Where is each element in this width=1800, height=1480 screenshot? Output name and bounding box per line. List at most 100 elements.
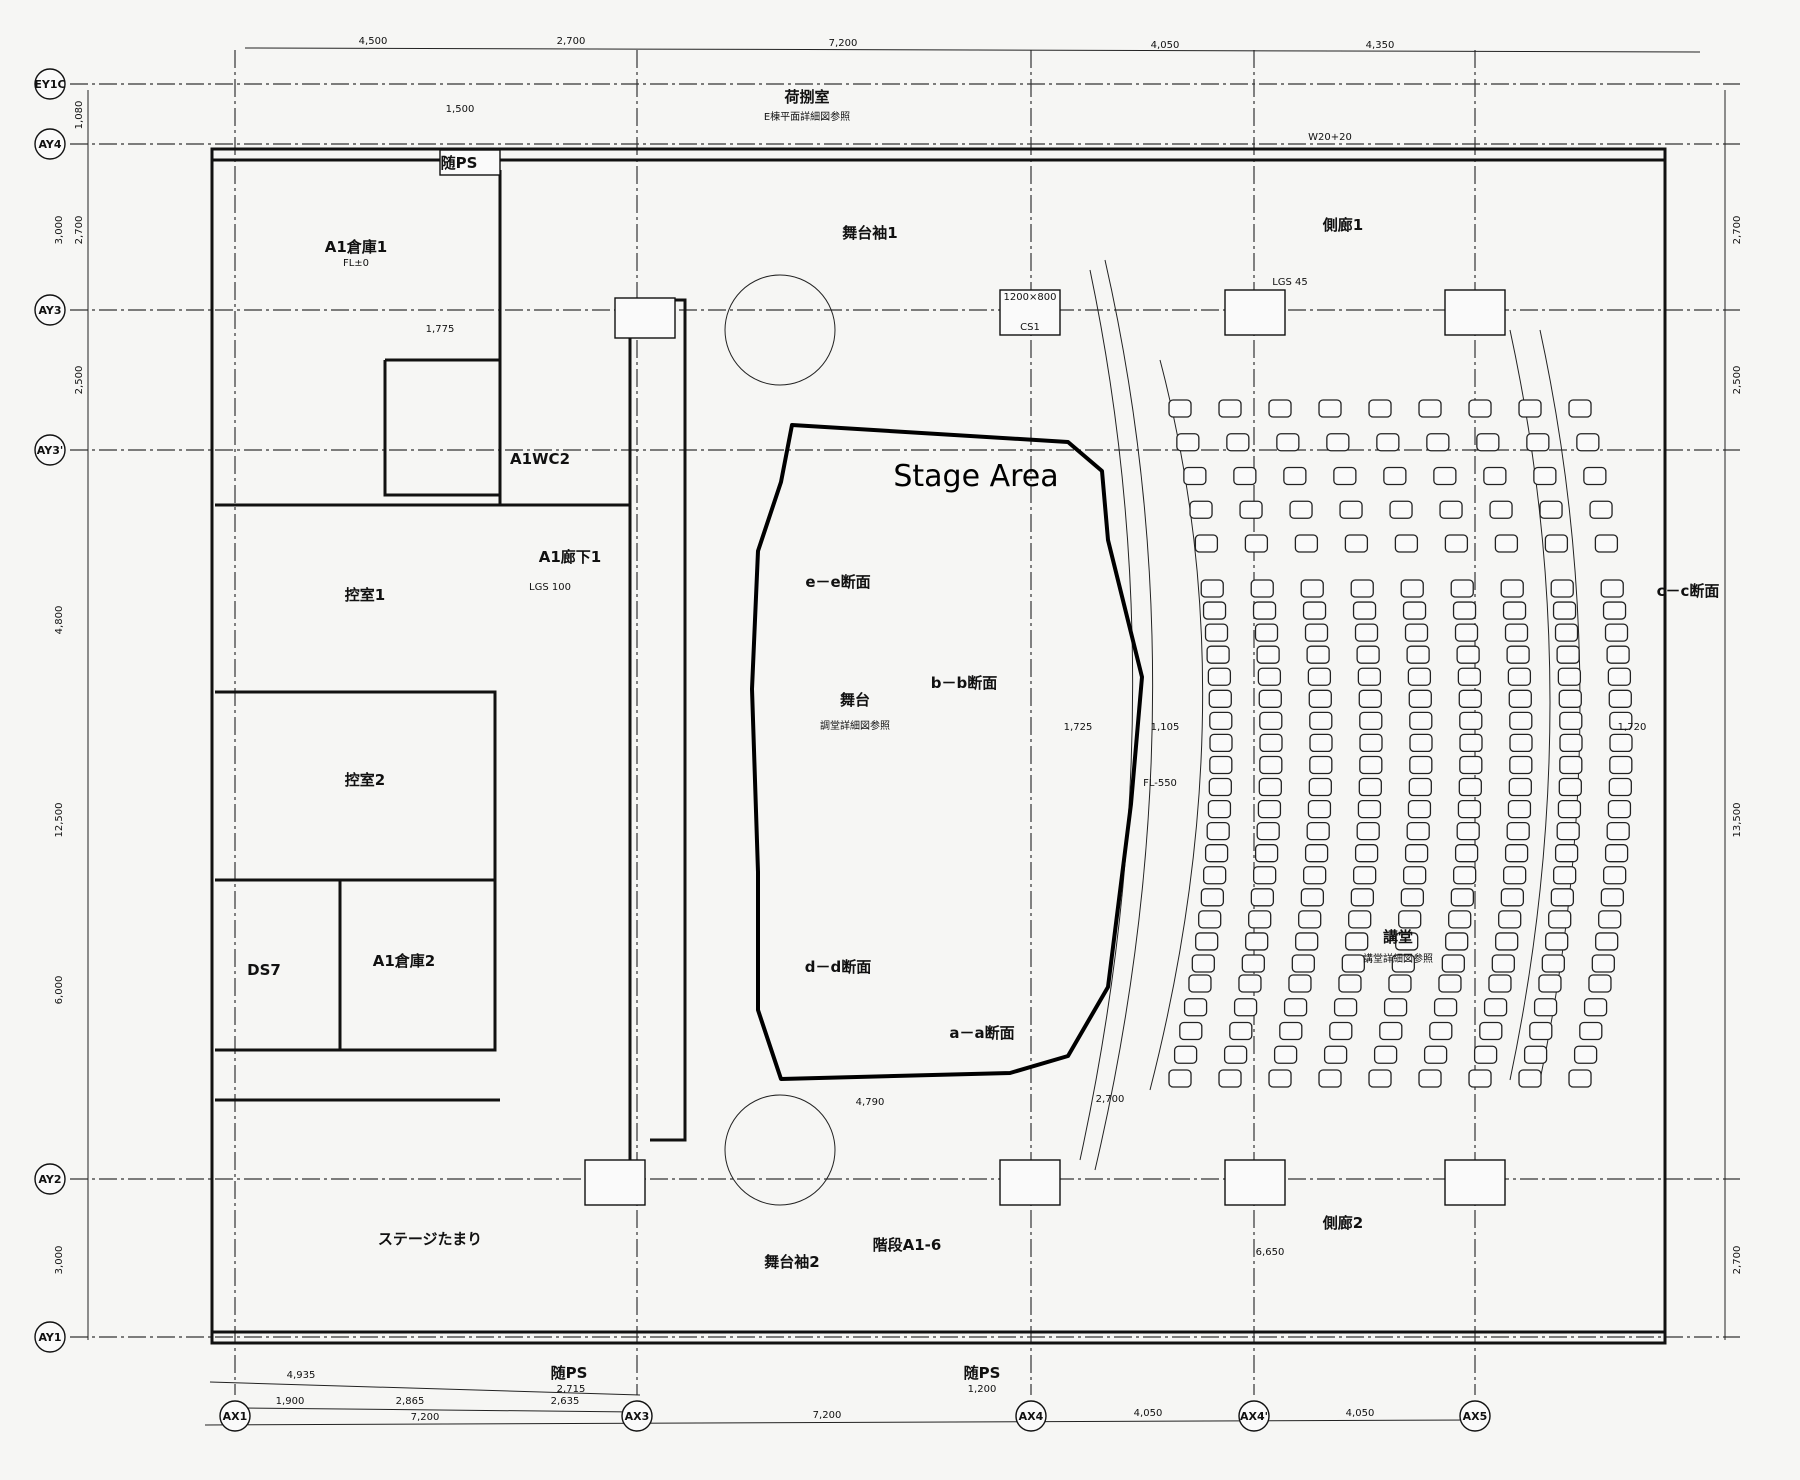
auditorium-seat [1304, 623, 1329, 642]
auditorium-seat [1523, 1045, 1548, 1064]
auditorium-seat [1454, 844, 1479, 863]
auditorium-seat [1509, 755, 1533, 775]
auditorium-seat [1294, 534, 1319, 553]
auditorium-seat [1291, 954, 1315, 973]
room-ps-bottom: 随PS [964, 1364, 1001, 1382]
dim-left: 6,000 [54, 976, 65, 1005]
auditorium-seat [1609, 711, 1633, 731]
auditorium-seat [1258, 777, 1282, 797]
auditorium-seat [1209, 733, 1233, 753]
auditorium-seat [1254, 844, 1279, 863]
auditorium-seat [1594, 534, 1619, 553]
auditorium-seat [1259, 755, 1283, 775]
auditorium-seat [1218, 1069, 1242, 1088]
auditorium-seat [1353, 866, 1377, 885]
auditorium-seat [1598, 910, 1622, 929]
auditorium-seat [1591, 954, 1615, 973]
auditorium-seat [1418, 399, 1442, 418]
room-auditorium: 講堂 [1383, 928, 1413, 946]
auditorium-seat [1245, 932, 1269, 951]
note: 1,105 [1151, 722, 1180, 733]
auditorium-seat [1239, 500, 1263, 519]
auditorium-seat [1533, 466, 1557, 486]
room-aisle-1: 側廊1 [1322, 216, 1363, 234]
auditorium-seat [1559, 733, 1583, 753]
auditorium-seat [1553, 866, 1577, 885]
auditorium-seat [1304, 844, 1329, 863]
auditorium-seat [1402, 601, 1427, 620]
auditorium-seat [1459, 755, 1483, 775]
auditorium-seat [1354, 844, 1379, 863]
note: LGS 45 [1272, 277, 1308, 288]
auditorium-seat [1318, 399, 1342, 418]
auditorium-seat [1168, 399, 1192, 418]
auditorium-seat [1376, 433, 1400, 452]
auditorium-seat [1452, 601, 1477, 620]
room-stage-ref: 調堂詳細図参照 [820, 719, 890, 732]
auditorium-seat [1459, 711, 1483, 731]
auditorium-seat [1609, 733, 1633, 753]
auditorium-seat [1248, 910, 1272, 929]
auditorium-seat [1545, 932, 1569, 951]
auditorium-seat [1548, 910, 1572, 929]
dim-left: 1,080 [74, 101, 85, 130]
auditorium-seat [1356, 821, 1380, 841]
dimension-lines [87, 47, 1726, 1426]
auditorium-seat [1359, 711, 1383, 731]
auditorium-seat [1307, 667, 1332, 686]
auditorium-seat [1500, 579, 1524, 598]
auditorium-seat [1489, 500, 1513, 519]
auditorium-seat [1207, 667, 1232, 686]
dim-top: 4,050 [1151, 40, 1180, 51]
auditorium-seat [1250, 579, 1274, 598]
auditorium-seat [1241, 954, 1265, 973]
auditorium-seat [1168, 1069, 1192, 1088]
section-c-c: c－c断面 [1657, 582, 1720, 600]
auditorium-seat [1554, 844, 1579, 863]
auditorium-seat [1491, 954, 1515, 973]
auditorium-seat [1495, 932, 1519, 951]
auditorium-seat [1395, 932, 1419, 951]
auditorium-seat [1458, 689, 1482, 708]
auditorium-seat [1208, 777, 1232, 797]
auditorium-seat [1306, 821, 1330, 841]
auditorium-seat [1556, 821, 1580, 841]
auditorium-seat [1209, 755, 1233, 775]
auditorium-seat [1326, 433, 1350, 452]
auditorium-seat [1504, 844, 1529, 863]
columns [439, 149, 1506, 1206]
auditorium-seat [1600, 579, 1624, 598]
note: LGS 100 [529, 582, 571, 593]
auditorium-seat [1204, 844, 1229, 863]
auditorium-seat [1404, 844, 1429, 863]
note: 6,650 [1256, 1247, 1285, 1258]
auditorium-seat [1268, 399, 1292, 418]
auditorium-seat [1389, 500, 1413, 519]
auditorium-seat [1509, 733, 1533, 753]
auditorium-seat [1526, 433, 1550, 452]
axis-label: AX4' [1240, 1410, 1268, 1423]
dim-left: 3,000 [54, 216, 65, 245]
dim-left: 2,700 [74, 216, 85, 245]
dim-bottom: 2,715 [557, 1384, 586, 1395]
auditorium-seat [1300, 888, 1325, 907]
auditorium-seat [1518, 399, 1542, 418]
auditorium-seat [1595, 932, 1619, 951]
auditorium-seat [1450, 888, 1475, 907]
auditorium-seat [1256, 821, 1280, 841]
auditorium-seat [1602, 601, 1627, 620]
section-b-b: b－b断面 [931, 674, 997, 692]
auditorium-seat [1456, 821, 1480, 841]
section-e-e: e－e断面 [805, 573, 870, 591]
auditorium-seat [1258, 689, 1282, 708]
auditorium-seat [1400, 888, 1425, 907]
auditorium-seat [1183, 998, 1208, 1017]
auditorium-seat [1333, 998, 1358, 1017]
auditorium-seat [1200, 579, 1224, 598]
auditorium-seat [1183, 466, 1207, 486]
room-wing-1: 舞台袖1 [842, 224, 897, 242]
dim-top: 4,500 [359, 36, 388, 47]
auditorium-seat [1273, 1045, 1298, 1064]
auditorium-seat [1409, 733, 1433, 753]
auditorium-seat [1345, 932, 1369, 951]
